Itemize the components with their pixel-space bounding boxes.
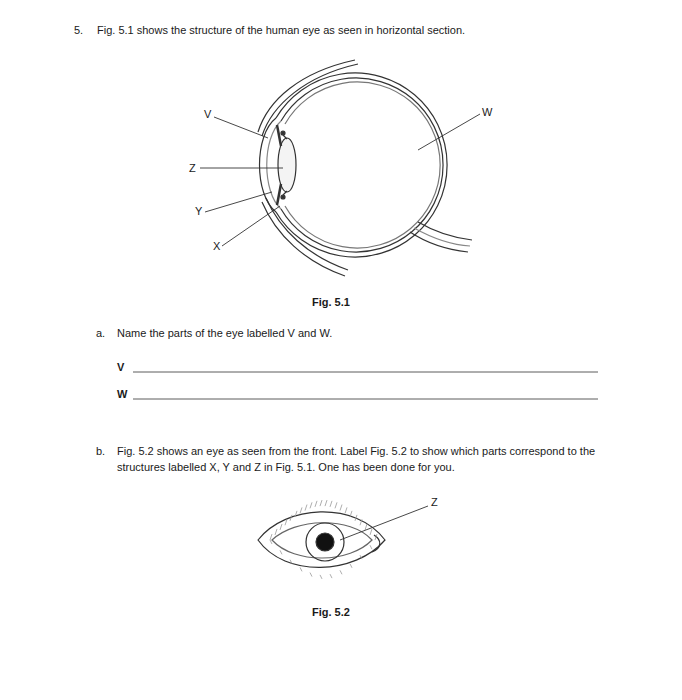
ciliary-body xyxy=(281,195,285,199)
eyelash xyxy=(300,567,302,571)
eyelash xyxy=(355,515,357,521)
part-label: Y xyxy=(195,203,202,219)
eyelash xyxy=(300,507,302,513)
figure-caption: Fig. 5.1 xyxy=(312,294,350,310)
eyelash xyxy=(310,573,312,577)
eyelash xyxy=(335,502,337,508)
leader-line xyxy=(340,506,428,540)
eyelash xyxy=(290,515,292,521)
eyelash xyxy=(330,501,332,507)
eyelash xyxy=(270,540,272,544)
iris-upper xyxy=(277,125,281,146)
part-label: Z xyxy=(431,494,438,510)
pupil-front xyxy=(316,533,334,551)
question-text: Name the parts of the eye labelled V and… xyxy=(117,325,332,341)
eyelash xyxy=(370,545,372,549)
subquestion-letter: a. xyxy=(96,325,105,341)
lower-eyelid-inner xyxy=(266,198,348,270)
leader-line xyxy=(205,192,272,212)
part-label: Z xyxy=(189,160,196,176)
eyelash xyxy=(285,519,287,525)
eyelash xyxy=(370,529,372,535)
eyelash xyxy=(350,511,352,517)
eyelash xyxy=(320,500,322,506)
iris-lower xyxy=(277,184,281,205)
retina xyxy=(285,82,440,248)
eyelash xyxy=(310,502,312,508)
suspensory-ligament xyxy=(283,135,287,195)
eyelash xyxy=(320,575,322,579)
eyelash xyxy=(365,524,367,530)
figure-caption: Fig. 5.2 xyxy=(312,604,350,620)
answer-lines xyxy=(133,372,598,399)
eyelash xyxy=(270,534,272,540)
eyelash xyxy=(325,500,327,506)
optic-nerve xyxy=(410,232,468,252)
eyelid-outline xyxy=(258,512,385,568)
subquestion-letter: b. xyxy=(96,443,105,459)
eyelash xyxy=(350,564,352,568)
eyelash xyxy=(340,505,342,511)
eyelashes xyxy=(270,500,377,579)
question-text: Fig. 5.2 shows an eye as seen from the f… xyxy=(117,443,607,475)
leader-line xyxy=(222,206,280,246)
eye-opening xyxy=(272,523,372,558)
part-label: W xyxy=(482,104,492,120)
eyelash xyxy=(330,574,332,578)
answer-line xyxy=(133,399,598,400)
eyelash xyxy=(305,505,307,511)
leader-line xyxy=(214,117,268,138)
eyelash xyxy=(375,534,377,540)
leader-line xyxy=(200,168,283,169)
sclera xyxy=(276,73,447,257)
part-label: X xyxy=(213,238,220,254)
lens xyxy=(278,138,296,192)
eyelash xyxy=(280,524,282,530)
eyelash xyxy=(295,511,297,517)
answer-label: V xyxy=(117,359,124,375)
choroid xyxy=(281,78,443,252)
optic-nerve xyxy=(418,222,472,240)
eye-section xyxy=(200,60,480,276)
leader-line xyxy=(418,114,480,150)
eye-front xyxy=(258,500,428,579)
part-label: V xyxy=(204,106,211,122)
eyelash xyxy=(280,550,282,554)
answer-label: W xyxy=(117,386,127,402)
eyelash xyxy=(345,507,347,513)
ciliary-body xyxy=(281,131,285,135)
eyelash xyxy=(340,570,342,574)
eyelash xyxy=(360,519,362,525)
eyelash xyxy=(290,560,292,564)
iris-front xyxy=(306,523,344,561)
eyelash xyxy=(315,501,317,507)
answer-line xyxy=(133,372,598,373)
question-number: 5. xyxy=(74,22,83,38)
tear-duct xyxy=(372,535,380,552)
eyelash xyxy=(275,529,277,535)
eyelash xyxy=(360,555,362,559)
optic-nerve-core xyxy=(414,228,470,246)
question-text: Fig. 5.1 shows the structure of the huma… xyxy=(97,22,465,38)
